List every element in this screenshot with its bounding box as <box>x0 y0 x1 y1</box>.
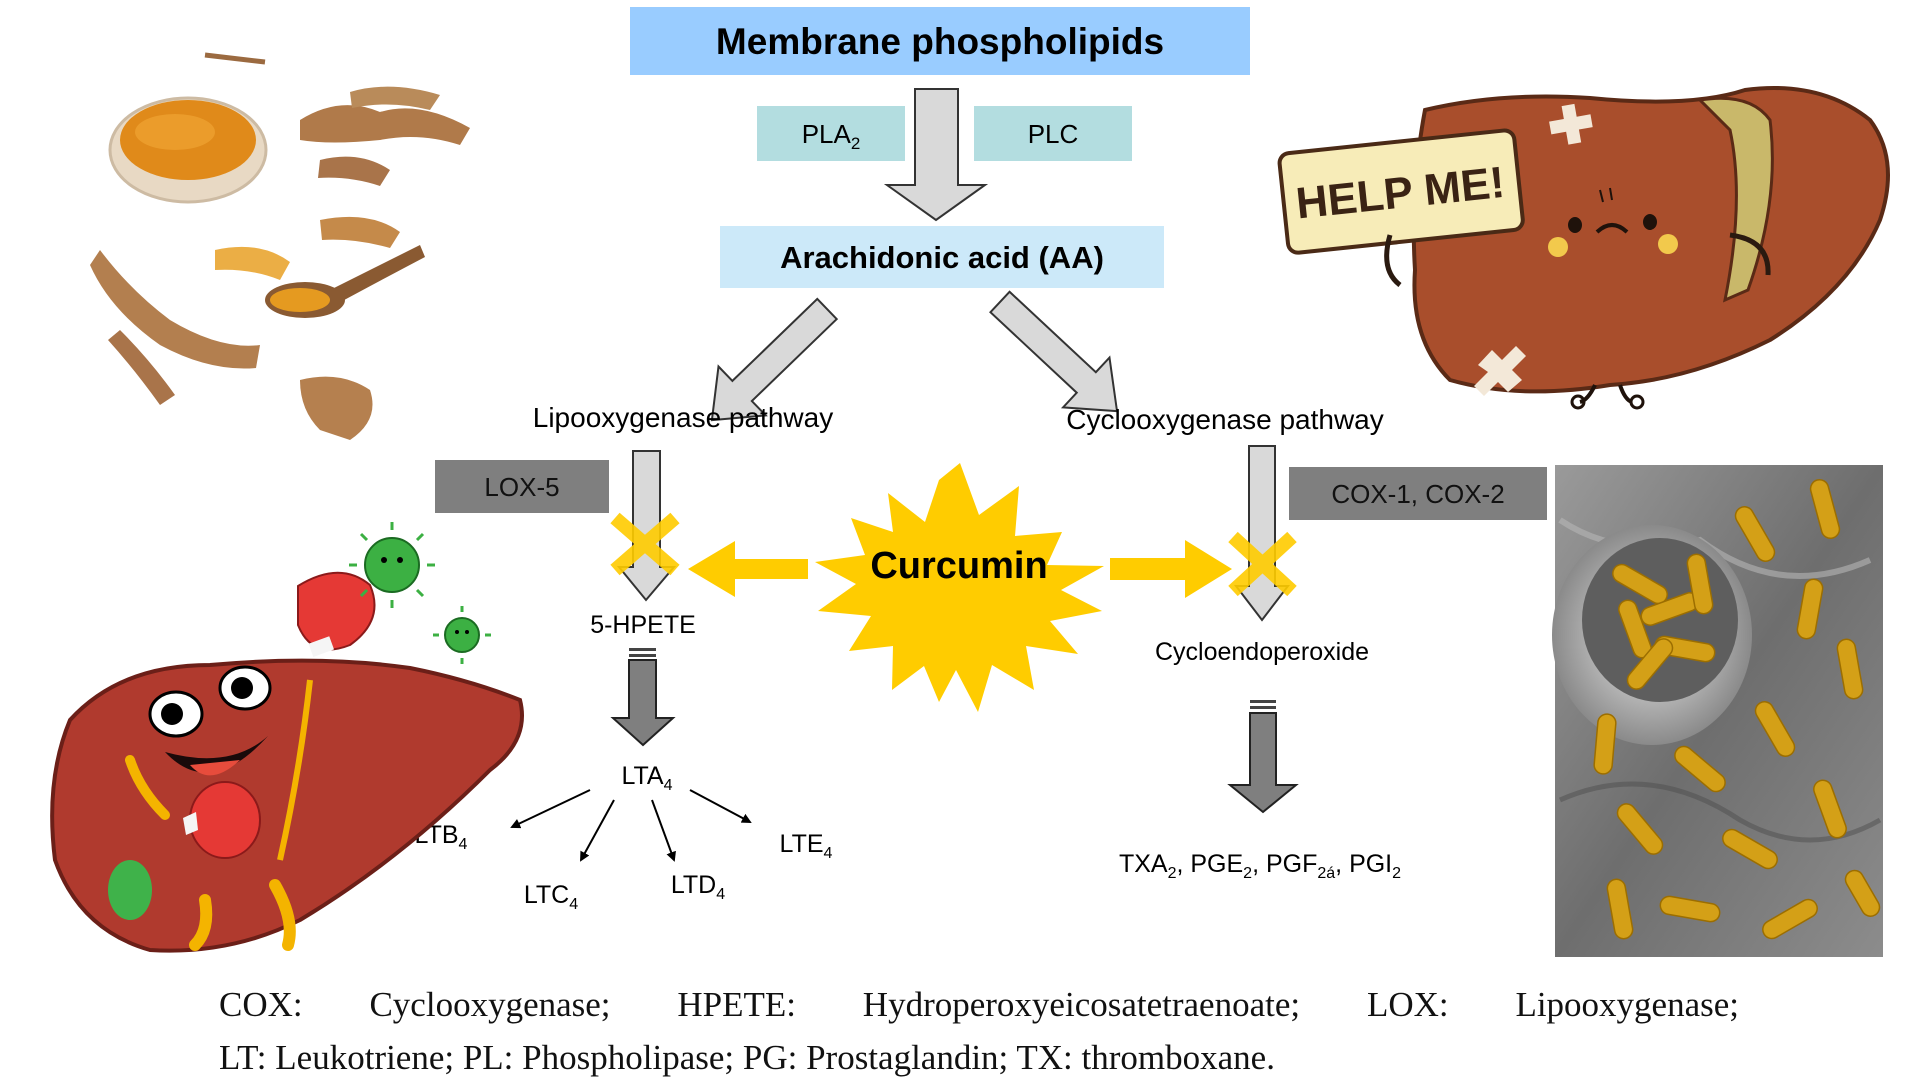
turmeric-image <box>90 52 470 440</box>
ltc4-label: LTC <box>524 881 569 909</box>
prostanoids-label: TXA2, PGE2, PGF2á, PGI2 <box>1119 850 1401 882</box>
membrane-label: Membrane phospholipids <box>716 21 1164 62</box>
lta4-subscript: 4 <box>664 777 673 794</box>
ltc4-subscript: 4 <box>569 896 578 913</box>
lte4-subscript: 4 <box>824 845 833 862</box>
pla2-label: PLA <box>802 119 852 149</box>
cox-box: COX-1, COX-2 <box>1289 467 1547 520</box>
hpete-label: 5-HPETE <box>590 611 696 639</box>
ltd4-label: LTD <box>671 871 716 899</box>
capsules-image <box>1552 465 1883 957</box>
legend-line-2: LT: Leukotriene; PL: Phospholipase; PG: … <box>219 1038 1275 1077</box>
curcumin-label: Curcumin <box>870 545 1047 587</box>
cox-label: COX-1, COX-2 <box>1331 479 1504 509</box>
arrow-membrane-to-aa <box>883 88 989 222</box>
plc-label: PLC <box>1028 119 1079 149</box>
plc-box: PLC <box>974 106 1132 161</box>
boxing-liver-image <box>50 522 524 953</box>
svg-text:LTA4: LTA4 <box>621 762 672 794</box>
lipoxygenase-pathway-label: Lipooxygenase pathway <box>533 402 833 433</box>
virus-small-icon <box>433 606 491 664</box>
lox5-box: LOX-5 <box>435 460 609 513</box>
svg-text:LTC4: LTC4 <box>524 881 578 913</box>
boxing-glove-bottom-icon <box>183 781 261 859</box>
lte4-label: LTE <box>780 830 824 858</box>
ltb4-subscript: 4 <box>459 836 468 853</box>
curcumin-burst: Curcumin <box>815 463 1104 712</box>
aa-box: Arachidonic acid (AA) <box>720 226 1164 288</box>
lta4-branch-arrows <box>510 789 752 862</box>
ltd4-subscript: 4 <box>716 886 725 903</box>
sad-liver-image: HELP ME! <box>1277 86 1890 410</box>
svg-text:LTE4: LTE4 <box>780 830 833 862</box>
curcumin-arrow-right <box>1110 540 1232 598</box>
arrow-cyclo-to-cycloendo <box>1233 445 1291 622</box>
curcumin-arrow-left <box>688 541 808 597</box>
pla2-subscript: 2 <box>851 134 860 153</box>
cyclooxygenase-pathway-label: Cyclooxygenase pathway <box>1066 404 1384 435</box>
arrow-cycloendo-to-prostanoids <box>1227 700 1299 814</box>
legend-line-1: COX: Cyclooxygenase; HPETE: Hydroperoxye… <box>219 985 1739 1024</box>
help-sign: HELP ME! <box>1277 128 1525 255</box>
arrow-aa-to-cyclo <box>989 290 1119 413</box>
lta4-label: LTA <box>621 762 663 790</box>
arrow-aa-to-lipo <box>710 297 839 422</box>
arrow-hpete-to-lta4 <box>610 648 676 747</box>
svg-text:PLA2: PLA2 <box>802 119 861 153</box>
aa-label: Arachidonic acid (AA) <box>780 240 1104 275</box>
pla2-box: PLA2 <box>757 106 905 161</box>
lipo-block-x-icon <box>610 512 680 576</box>
arrow-lipo-to-hpete <box>616 450 677 602</box>
lox5-label: LOX-5 <box>484 472 559 502</box>
cyclo-block-x-icon <box>1228 531 1297 597</box>
membrane-box: Membrane phospholipids <box>630 7 1250 75</box>
virus-icon <box>349 522 435 608</box>
boxing-glove-top-icon <box>297 571 376 657</box>
svg-text:LTD4: LTD4 <box>671 871 725 903</box>
cycloendoperoxide-label: Cycloendoperoxide <box>1155 638 1369 666</box>
